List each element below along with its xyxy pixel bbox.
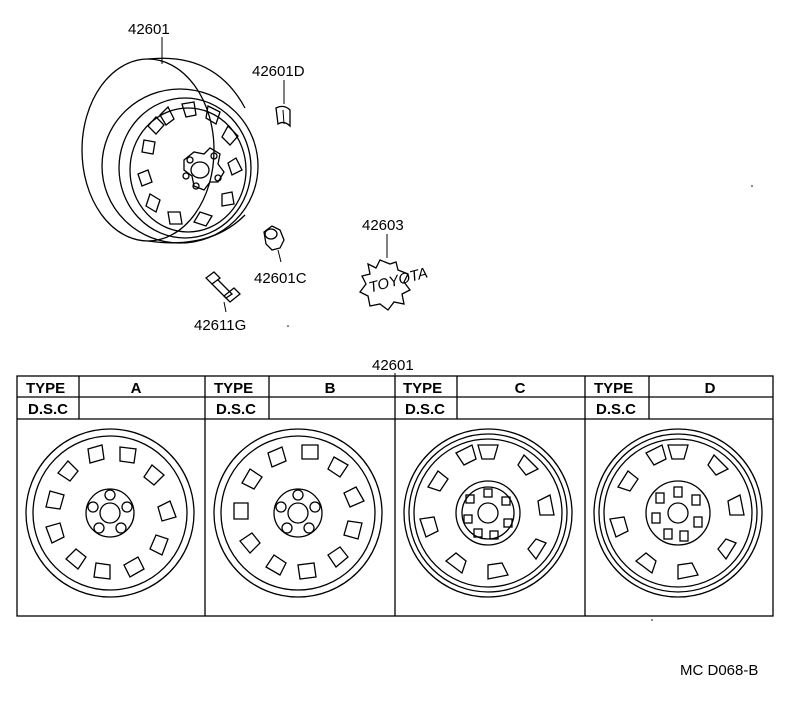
type-value-c: C xyxy=(515,380,526,397)
wheel-part-number: 42601 xyxy=(128,21,170,38)
nut-part-number: 42601C xyxy=(254,270,307,287)
diagram-reference-code: MC D068-B xyxy=(680,662,758,679)
type-label-b: TYPE xyxy=(214,380,253,397)
wheel-type-a-drawing xyxy=(25,428,195,598)
wheel-type-c-drawing xyxy=(403,428,573,598)
dsc-label-d: D.S.C xyxy=(596,401,636,418)
balance-weight-drawing xyxy=(275,80,291,128)
type-table: TYPE D.S.C A TYPE D.S.C B TYPE D.S.C C T… xyxy=(16,375,774,617)
table-part-number: 42601 xyxy=(372,357,414,374)
valve-part-number: 42611G xyxy=(194,317,246,334)
valve-stem-drawing xyxy=(205,271,241,313)
dsc-label-b: D.S.C xyxy=(216,401,256,418)
type-value-d: D xyxy=(705,380,716,397)
weight-part-number: 42601D xyxy=(252,63,305,80)
ornament-part-number: 42603 xyxy=(362,217,404,234)
dsc-label-c: D.S.C xyxy=(405,401,445,418)
wheel-type-b-drawing xyxy=(213,428,383,598)
wheel-type-d-drawing xyxy=(593,428,763,598)
type-label-a: TYPE xyxy=(26,380,65,397)
wheel-assembly-drawing xyxy=(81,37,259,244)
type-label-d: TYPE xyxy=(594,380,633,397)
type-value-a: A xyxy=(131,380,142,397)
center-ornament-drawing: TOYOTA xyxy=(359,234,430,311)
type-value-b: B xyxy=(325,380,336,397)
hub-nut-drawing xyxy=(263,225,285,263)
dsc-label-a: D.S.C xyxy=(28,401,68,418)
type-label-c: TYPE xyxy=(403,380,442,397)
